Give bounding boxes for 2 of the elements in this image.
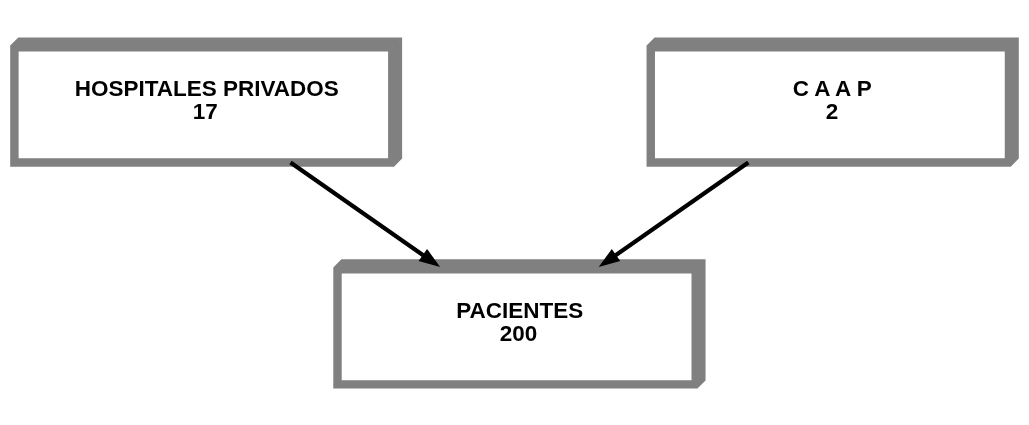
arrow (598, 160, 750, 267)
arrow (289, 160, 441, 267)
